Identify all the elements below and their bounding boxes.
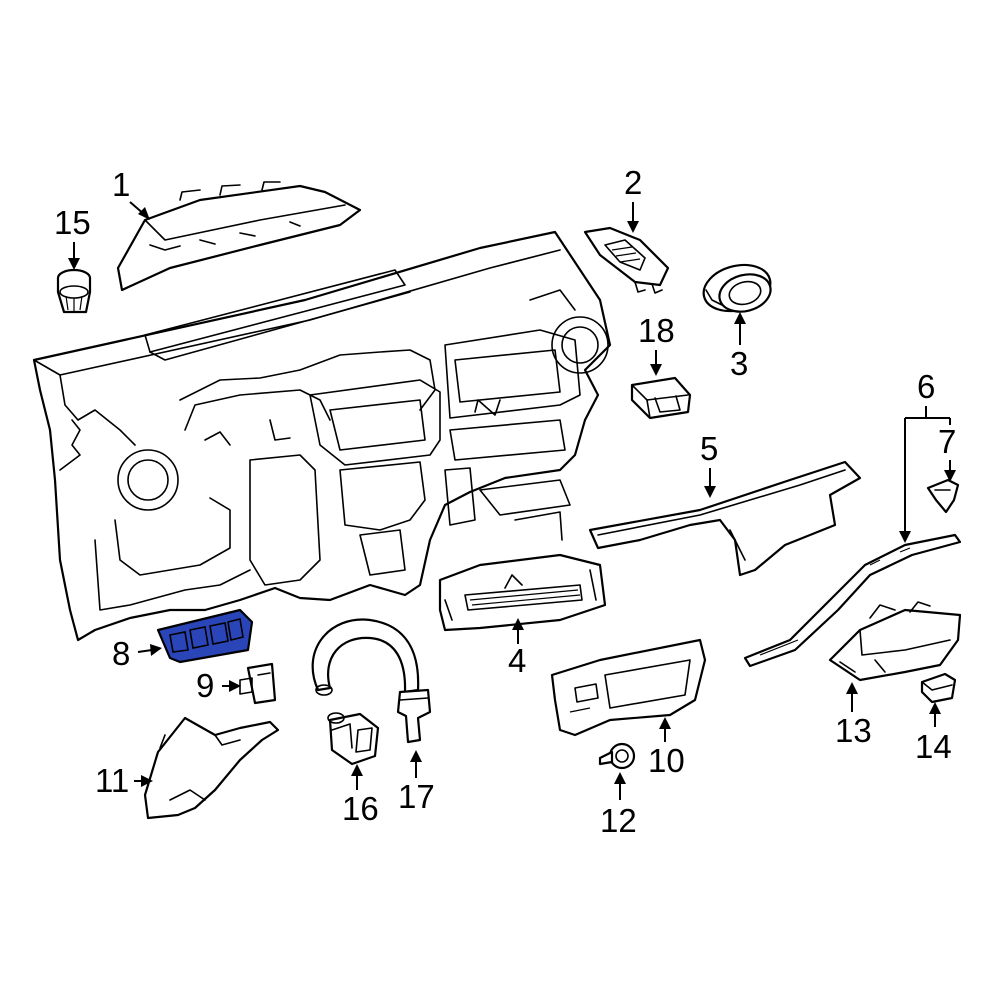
callout-15-label: 15 [54, 204, 91, 241]
callout-9: 9 [196, 667, 241, 704]
callout-6-label: 6 [917, 368, 935, 405]
part-10-center-panel[interactable] [550, 638, 707, 737]
part-7-clip[interactable] [926, 478, 960, 514]
callout-7: 7 [938, 423, 956, 482]
callout-3-label: 3 [730, 345, 748, 382]
part-5-garnish[interactable] [588, 460, 862, 577]
callout-4-label: 4 [508, 642, 526, 679]
part-14-switch[interactable] [920, 672, 957, 704]
part-3-round-vent[interactable] [698, 258, 775, 318]
callout-2-label: 2 [624, 164, 642, 201]
part-16-connector[interactable] [327, 712, 380, 766]
callout-1-label: 1 [112, 166, 130, 203]
callout-2: 2 [624, 164, 642, 233]
callout-14-label: 14 [915, 728, 952, 765]
part-9-bracket[interactable] [239, 662, 277, 705]
callout-8-label: 8 [112, 635, 130, 672]
part-11-lower-cover[interactable] [143, 716, 280, 820]
part-17-hose[interactable] [311, 618, 432, 744]
part-4-center-vent[interactable] [438, 553, 607, 632]
callout-11: 11 [95, 762, 153, 799]
part-13-glove-box[interactable] [828, 601, 962, 682]
callout-13-label: 13 [835, 712, 872, 749]
callout-14: 14 [915, 702, 952, 765]
callout-18: 18 [638, 312, 675, 376]
callout-17-label: 17 [398, 778, 435, 815]
callout-1: 1 [112, 166, 150, 220]
callout-11-label: 11 [95, 762, 129, 799]
callout-8: 8 [112, 635, 162, 672]
callout-13: 13 [835, 682, 872, 749]
part-12-knob[interactable] [598, 742, 636, 770]
part-8-switch-panel[interactable] [156, 608, 254, 664]
callout-3: 3 [730, 312, 748, 382]
callout-18-label: 18 [638, 312, 675, 349]
callout-12-label: 12 [600, 802, 637, 839]
callout-16: 16 [342, 764, 379, 827]
part-1-meter-hood[interactable] [116, 181, 362, 292]
callout-15: 15 [54, 204, 91, 270]
callout-4: 4 [508, 618, 526, 679]
callout-12: 12 [600, 772, 637, 839]
part-15-knob[interactable] [56, 268, 92, 314]
callout-6: 6 [899, 368, 951, 543]
callout-16-label: 16 [342, 790, 379, 827]
callout-5-label: 5 [700, 430, 718, 467]
part-2-side-vent[interactable] [583, 226, 670, 294]
callout-17: 17 [398, 750, 435, 815]
callout-5: 5 [700, 430, 718, 498]
callout-9-label: 9 [196, 667, 214, 704]
callout-10: 10 [648, 717, 685, 779]
callout-10-label: 10 [648, 742, 685, 779]
part-6-garnish-strip[interactable] [743, 533, 962, 668]
callout-7-label: 7 [938, 423, 956, 460]
part-18-switch[interactable] [630, 376, 692, 420]
instrument-panel[interactable] [32, 230, 612, 642]
